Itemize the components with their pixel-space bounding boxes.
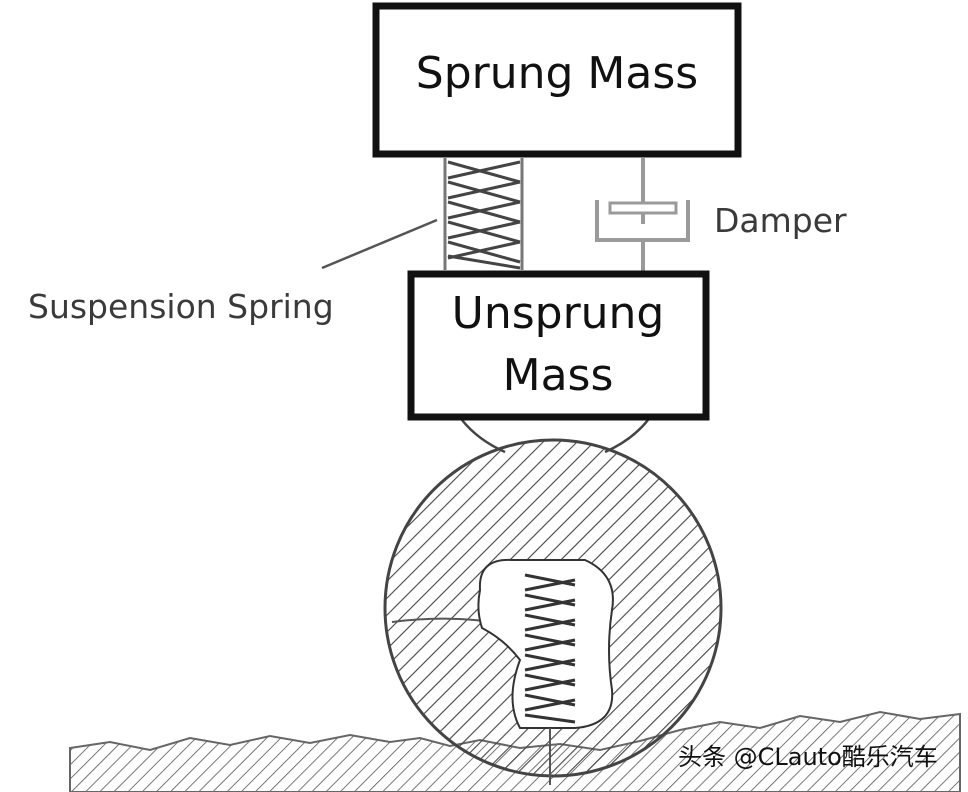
watermark: 头条 @CLauto酷乐汽车 (678, 743, 938, 771)
damper-label: Damper (714, 201, 847, 240)
axle-fork (461, 419, 649, 454)
damper (595, 158, 690, 272)
suspension-spring-label: Suspension Spring (28, 287, 334, 326)
tire (383, 438, 723, 785)
unsprung-mass-box: Unsprung Mass (407, 270, 710, 421)
spring-leader-line (321, 218, 438, 270)
unsprung-mass-label-line2: Mass (503, 350, 614, 401)
sprung-mass-label: Sprung Mass (416, 48, 698, 99)
unsprung-mass-label-line1: Unsprung (452, 288, 665, 339)
sprung-mass-box: Sprung Mass (372, 2, 742, 158)
tire-inner-spring (524, 573, 576, 724)
suspension-spring (443, 158, 524, 270)
